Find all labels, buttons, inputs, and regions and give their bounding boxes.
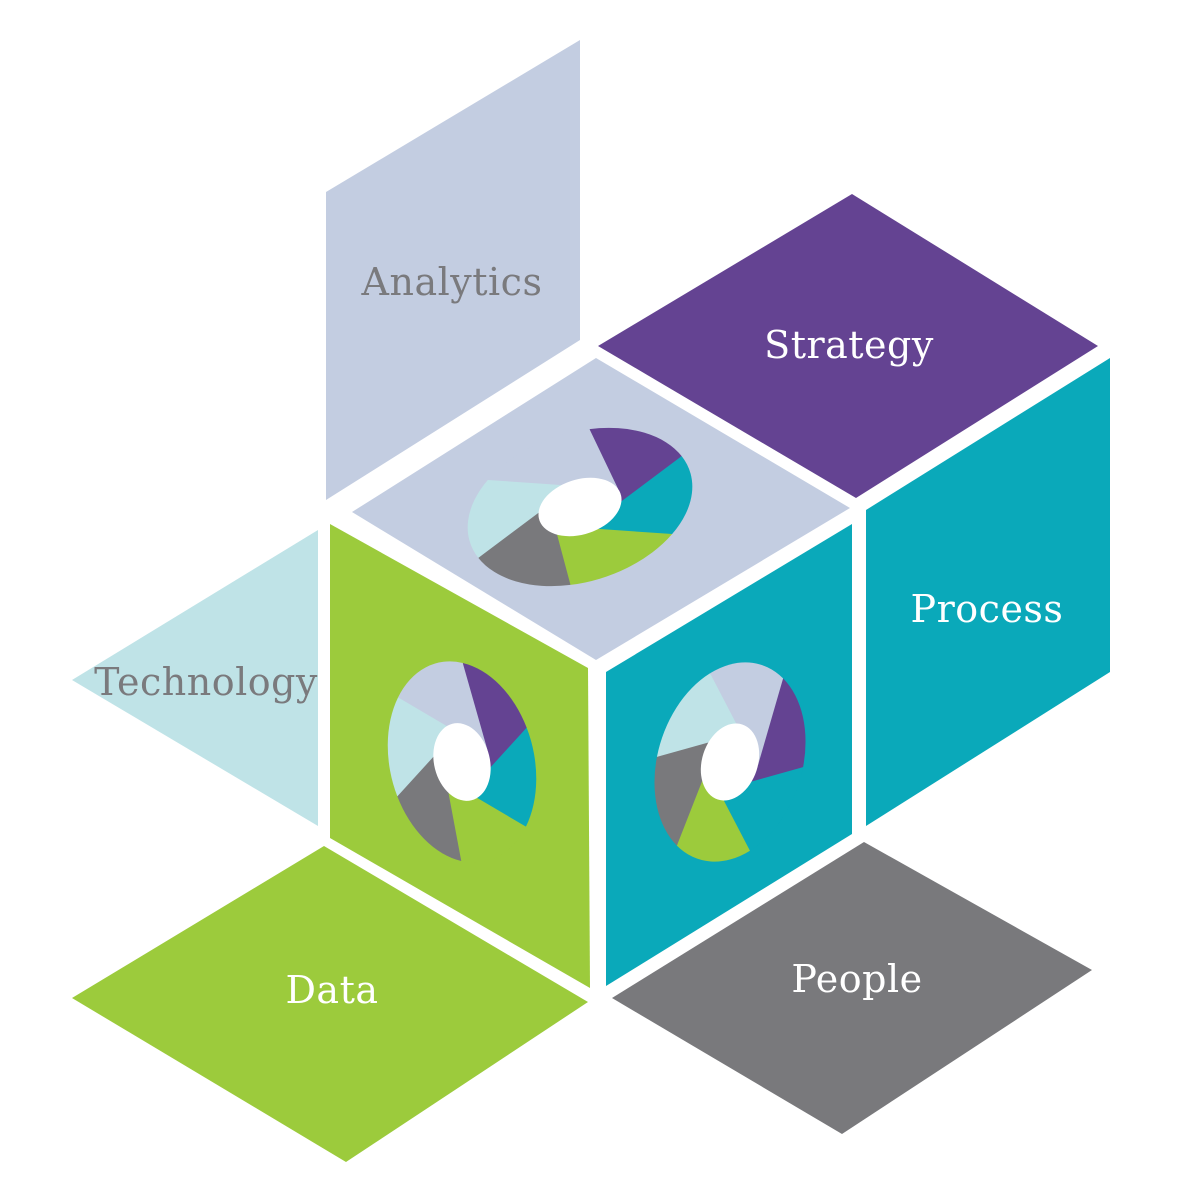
emblem-left-icon: [387, 661, 537, 863]
technology-label: Technology: [94, 660, 318, 704]
strategy-panel: [598, 194, 1098, 498]
emblem-segment-analytics: [710, 662, 784, 766]
process-panel: [866, 358, 1110, 826]
people-panel: [612, 842, 1092, 1134]
emblem-hub: [700, 723, 760, 801]
people-label: People: [791, 957, 922, 1001]
technology-panel: [72, 530, 318, 826]
data-label: Data: [285, 968, 378, 1012]
strategy-label: Strategy: [764, 323, 934, 367]
emblem-segment-strategy: [462, 662, 527, 789]
emblem-segment-people: [397, 735, 462, 862]
emblem-segment-data: [541, 525, 673, 585]
analytics-panel: [326, 40, 580, 500]
process-label: Process: [911, 587, 1064, 631]
data-panel: [72, 846, 588, 1162]
emblem-right-icon: [654, 662, 806, 862]
emblem-hub: [433, 723, 491, 801]
analytics-label: Analytics: [361, 260, 543, 304]
emblem-top-icon: [467, 427, 693, 587]
emblem-segment-analytics: [487, 429, 619, 489]
emblem-hub: [538, 477, 622, 537]
